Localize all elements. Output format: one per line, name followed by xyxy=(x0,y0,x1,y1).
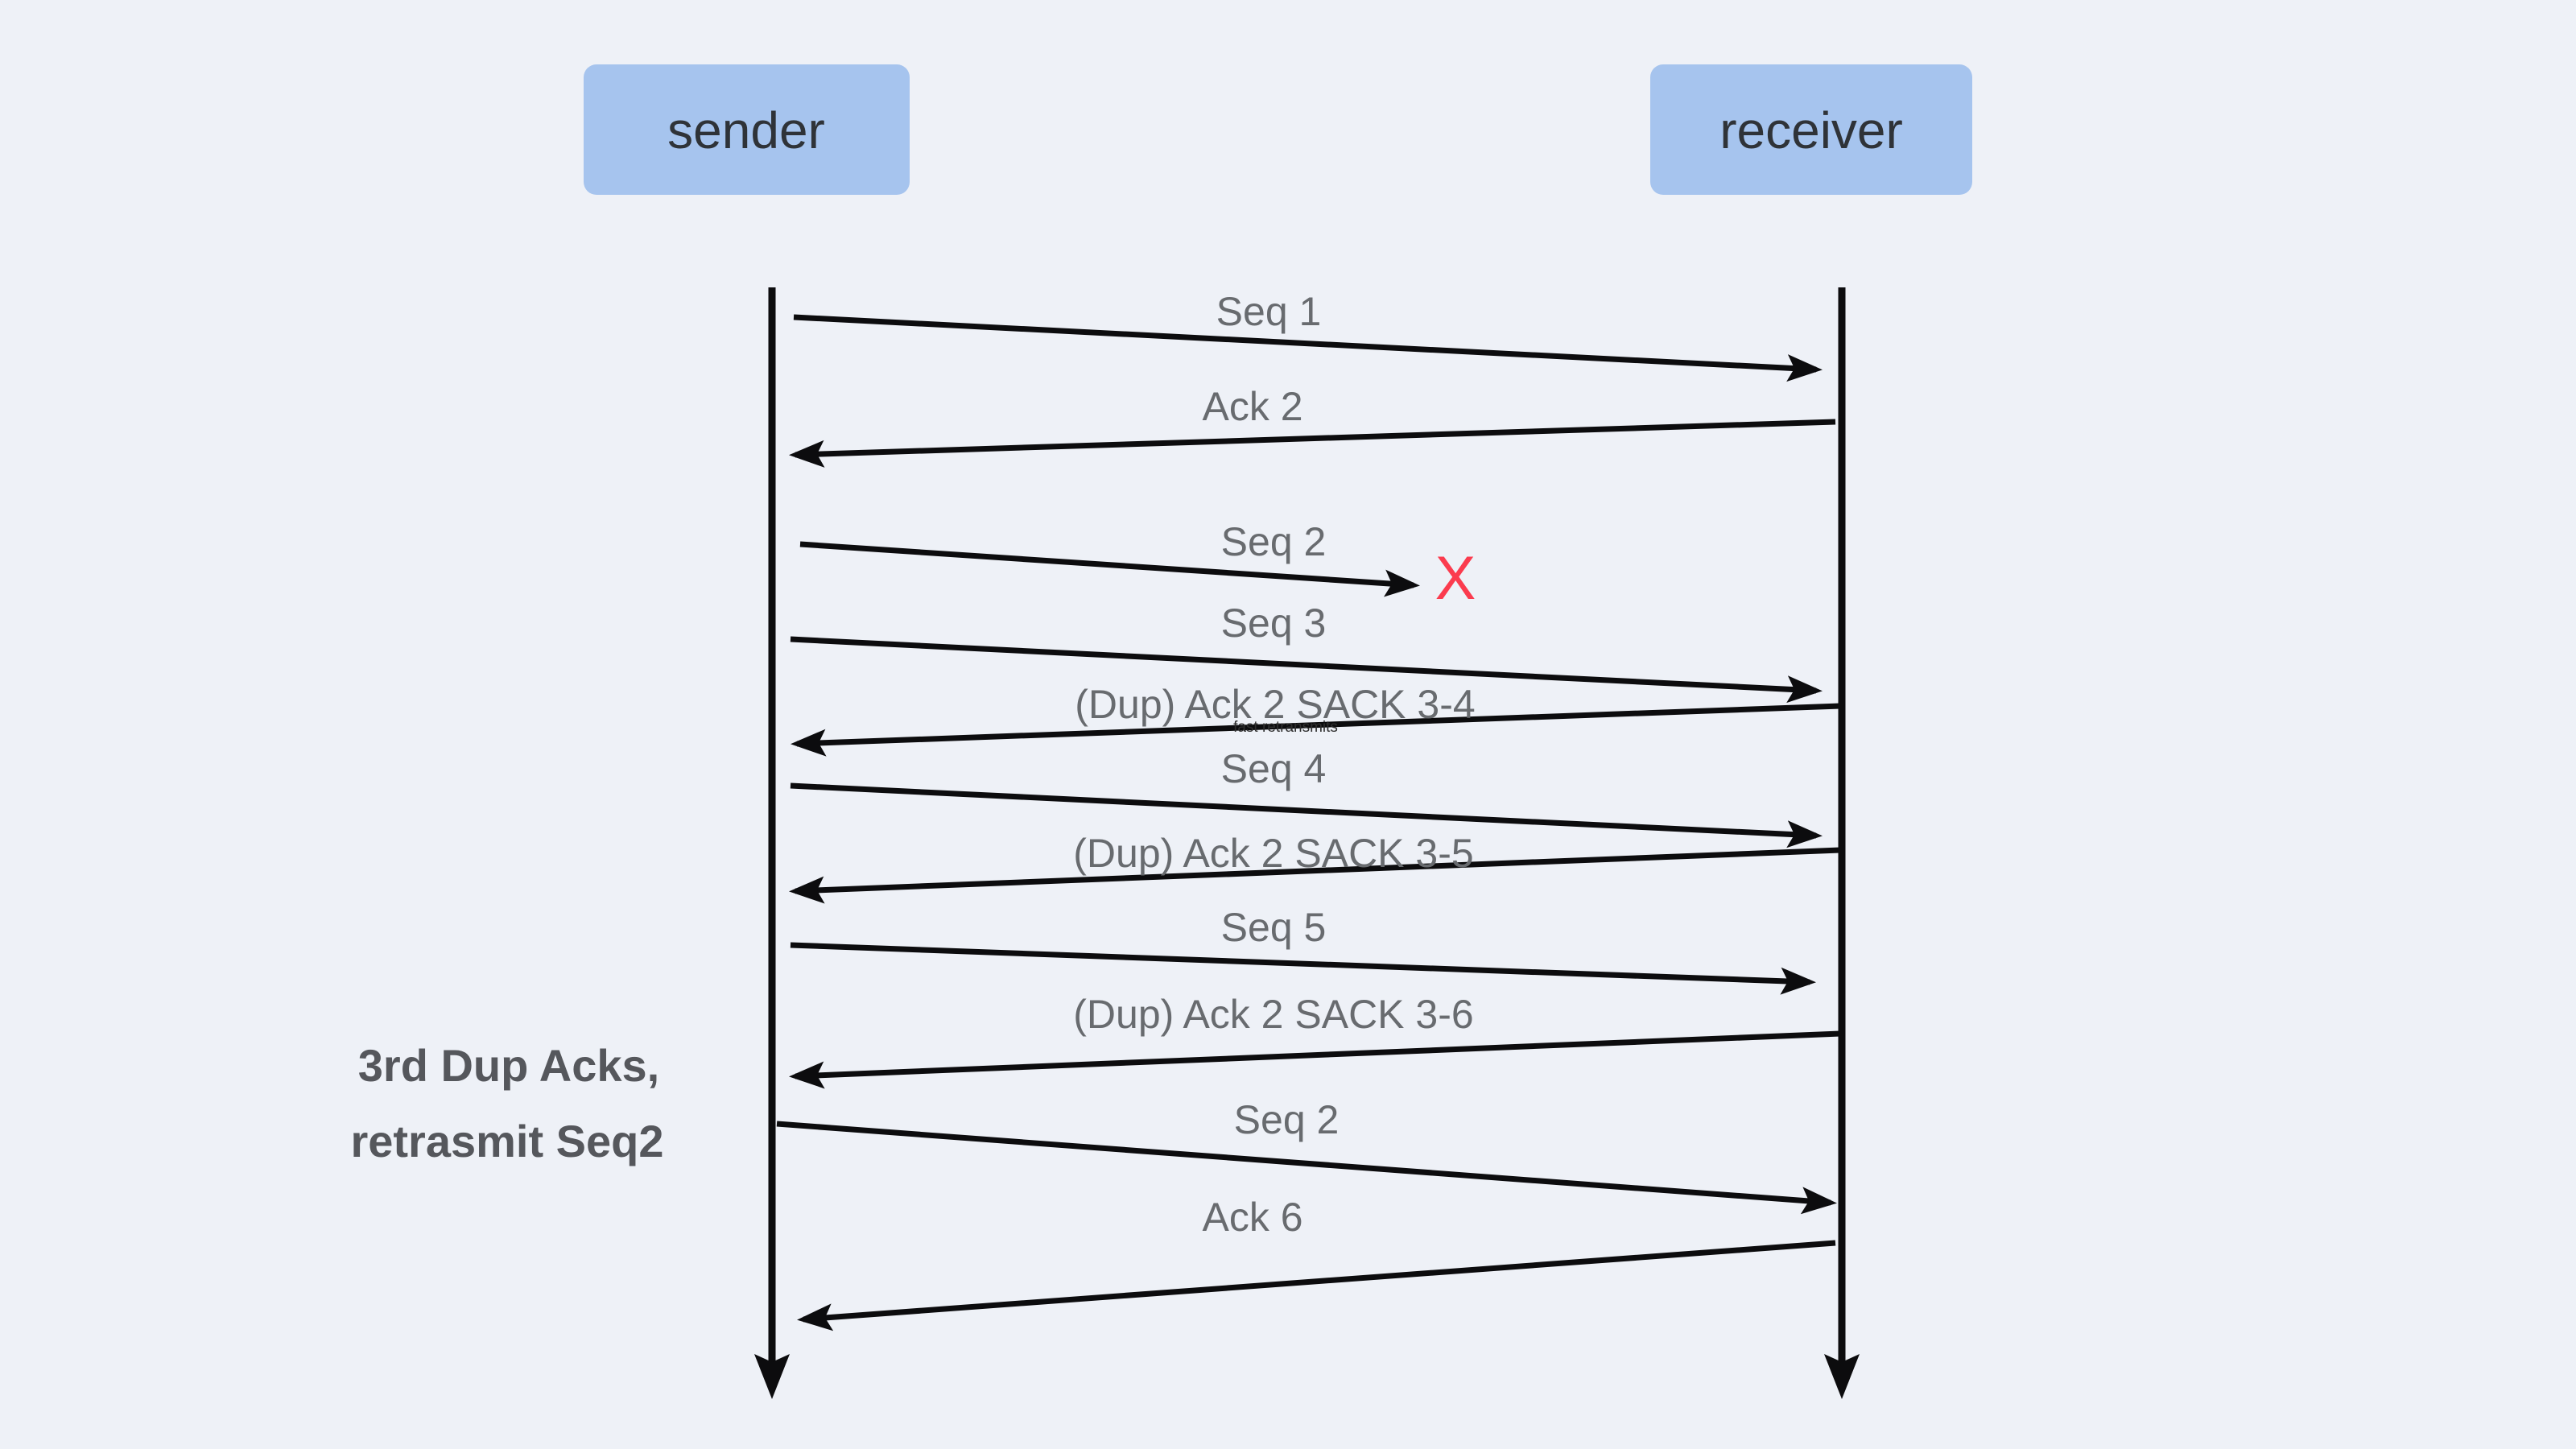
actor-sender-label: sender xyxy=(667,101,825,159)
message-dupack-sack35: (Dup) Ack 2 SACK 3-5 xyxy=(789,831,1841,904)
message-ack2-arrow xyxy=(789,419,1836,468)
actor-receiver-box xyxy=(1650,64,1972,195)
retransmit-annotation-line2: retrasmit Seq2 xyxy=(350,1116,663,1166)
message-seq4: Seq 4 xyxy=(790,746,1823,848)
message-ack6: Ack 6 xyxy=(797,1195,1836,1331)
message-seq1-label: Seq 1 xyxy=(1216,289,1322,334)
message-dupack-sack34-arrow xyxy=(791,703,1841,757)
retransmit-annotation-line1: 3rd Dup Acks, xyxy=(358,1040,659,1091)
message-dupack-sack36-label: (Dup) Ack 2 SACK 3-6 xyxy=(1073,992,1473,1037)
message-seq4-arrow xyxy=(790,782,1823,848)
message-ack6-label: Ack 6 xyxy=(1202,1195,1302,1240)
message-dupack-sack36-arrow xyxy=(789,1030,1841,1089)
message-seq3: Seq 3 xyxy=(790,601,1823,704)
retransmit-annotation: 3rd Dup Acks, retrasmit Seq2 xyxy=(350,1040,663,1166)
message-seq3-arrow xyxy=(790,636,1823,704)
message-ack6-arrow xyxy=(797,1240,1836,1331)
message-dupack-sack34-label: (Dup) Ack 2 SACK 3-4 xyxy=(1075,682,1475,727)
actor-receiver-label: receiver xyxy=(1719,101,1903,159)
message-seq5-arrow xyxy=(790,942,1816,995)
message-dupack-sack36: (Dup) Ack 2 SACK 3-6 xyxy=(789,992,1841,1089)
message-seq2-retransmit-label: Seq 2 xyxy=(1234,1097,1340,1142)
message-ack2-label: Ack 2 xyxy=(1202,384,1302,429)
message-seq5: Seq 5 xyxy=(790,905,1816,995)
packet-loss-x-marker: X xyxy=(1435,544,1476,613)
actor-receiver: receiver xyxy=(1650,64,1972,195)
message-dupack-sack35-label: (Dup) Ack 2 SACK 3-5 xyxy=(1073,831,1473,876)
message-seq3-label: Seq 3 xyxy=(1221,601,1327,646)
message-seq5-label: Seq 5 xyxy=(1221,905,1327,950)
message-ack2: Ack 2 xyxy=(789,384,1836,468)
message-seq2-retransmit: Seq 2 xyxy=(776,1097,1837,1215)
message-seq1-arrow xyxy=(793,314,1823,382)
message-seq2-retransmit-arrow xyxy=(776,1121,1837,1215)
message-seq2-lost-arrow xyxy=(799,541,1420,597)
message-dupack-sack35-arrow xyxy=(789,847,1841,904)
actor-sender: sender xyxy=(584,64,910,195)
message-seq1: Seq 1 xyxy=(793,289,1823,382)
fast-retransmits-note: fast retransmits xyxy=(1233,719,1338,736)
message-dupack-sack34: (Dup) Ack 2 SACK 3-4 fast retransmits xyxy=(791,682,1841,757)
message-seq4-label: Seq 4 xyxy=(1221,746,1327,791)
actor-sender-box xyxy=(584,64,910,195)
message-seq2-lost: Seq 2 X xyxy=(799,519,1476,613)
message-seq2-lost-label: Seq 2 xyxy=(1221,519,1327,564)
